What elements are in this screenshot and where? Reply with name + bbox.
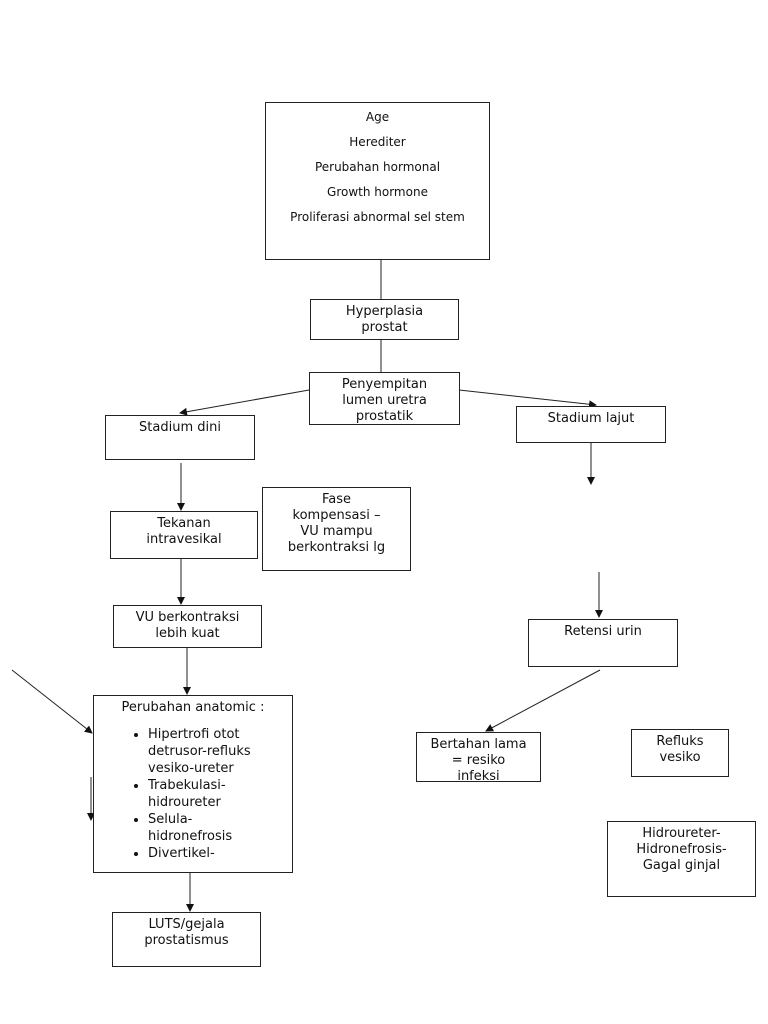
text-line: prostat xyxy=(361,320,408,335)
factors-box: Age Herediter Perubahan hormonal Growth … xyxy=(265,102,490,260)
text-line: = resiko xyxy=(451,753,506,768)
list-item: Divertikel- xyxy=(148,845,268,862)
text-line: intravesikal xyxy=(146,532,222,547)
list-item: Selula-hidronefrosis xyxy=(148,811,268,845)
arrow-to-bertahan xyxy=(485,669,601,732)
text-line: Tekanan xyxy=(157,516,211,531)
text-line: Bertahan lama xyxy=(430,737,527,752)
stadium-dini-box: Stadium dini xyxy=(105,415,255,460)
text-line: berkontraksi lg xyxy=(287,540,386,555)
text-line: Hyperplasia xyxy=(345,304,424,319)
factor-age: Age xyxy=(365,110,390,124)
text-line: Refluks xyxy=(656,734,704,749)
text-line: Stadium lajut xyxy=(547,411,635,426)
text-line: lebih kuat xyxy=(155,626,220,641)
text-line: VU berkontraksi xyxy=(135,610,240,625)
text-line: Retensi urin xyxy=(564,624,642,639)
luts-box: LUTS/gejala prostatismus xyxy=(112,912,261,967)
text-line: Fase xyxy=(321,492,352,507)
bertahan-box: Bertahan lama = resiko infeksi xyxy=(416,732,541,782)
text-line: Stadium dini xyxy=(139,420,221,435)
arrow-left-diagonal xyxy=(11,669,93,734)
penyempitan-box: Penyempitan lumen uretra prostatik xyxy=(309,372,460,425)
factor-hormonal: Perubahan hormonal xyxy=(314,160,441,174)
text-line: Hidronefrosis- xyxy=(636,842,727,857)
fase-box: Fase kompensasi – VU mampu berkontraksi … xyxy=(262,487,411,571)
vu-box: VU berkontraksi lebih kuat xyxy=(113,605,262,648)
retensi-box: Retensi urin xyxy=(528,619,678,667)
arrow-to-stadium-lajut xyxy=(458,389,597,409)
text-line: prostatismus xyxy=(144,933,229,948)
factor-proliferasi: Proliferasi abnormal sel stem xyxy=(290,210,465,224)
text-line: LUTS/gejala xyxy=(148,917,225,932)
factor-growth-hormone: Growth hormone xyxy=(327,185,428,199)
list-item: Trabekulasi-hidroureter xyxy=(148,777,268,811)
text-line: Penyempitan xyxy=(341,377,428,392)
perubahan-title: Perubahan anatomic : xyxy=(121,700,265,715)
text-line: VU mampu xyxy=(300,524,373,539)
text-line: lumen uretra xyxy=(342,393,427,408)
text-line: Gagal ginjal xyxy=(642,858,721,873)
perubahan-box: Perubahan anatomic : Hipertrofi otot det… xyxy=(93,695,293,873)
hidroureter-box: Hidroureter- Hidronefrosis- Gagal ginjal xyxy=(607,821,756,897)
list-item: Hipertrofi otot detrusor-refluks vesiko-… xyxy=(148,726,268,777)
arrow-to-stadium-dini xyxy=(179,389,310,416)
hyperplasia-box: Hyperplasia prostat xyxy=(310,299,459,340)
text-line: vesiko xyxy=(659,750,701,765)
refluks-box: Refluks vesiko xyxy=(631,729,729,777)
text-line: kompensasi – xyxy=(292,508,381,523)
stadium-lajut-box: Stadium lajut xyxy=(516,406,666,443)
factor-herediter: Herediter xyxy=(349,135,406,149)
text-line: Hidroureter- xyxy=(642,826,721,841)
text-line: infeksi xyxy=(457,769,500,782)
text-line: prostatik xyxy=(355,409,414,424)
tekanan-box: Tekanan intravesikal xyxy=(110,511,258,559)
perubahan-list: Hipertrofi otot detrusor-refluks vesiko-… xyxy=(100,726,286,862)
